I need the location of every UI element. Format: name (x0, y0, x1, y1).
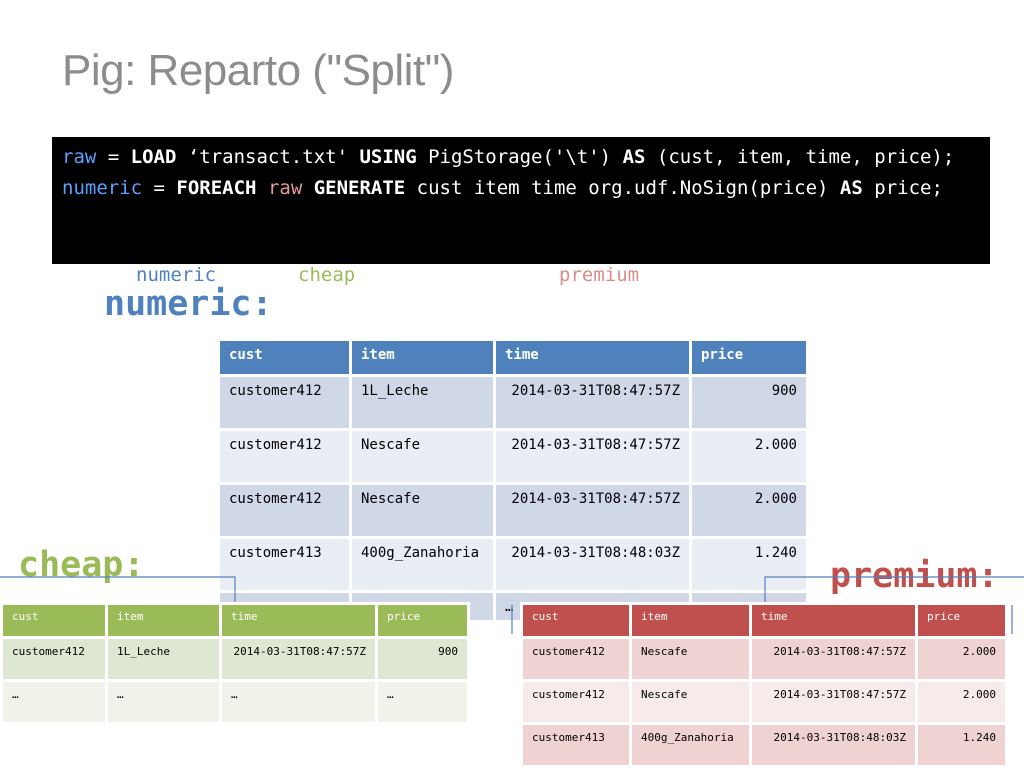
code-text (256, 177, 267, 199)
code-keyword: AS (839, 177, 863, 199)
cell-cust: … (0, 679, 108, 725)
code-line-load: raw = LOAD ‘transact.txt' USING PigStora… (62, 143, 980, 171)
cell-item: 400g_Zanahoria (349, 536, 496, 593)
code-line-foreach: numeric = FOREACH raw GENERATE cust item… (62, 174, 980, 202)
table-row: customer412 Nescafe 2014-03-31T08:47:57Z… (217, 428, 809, 485)
relation-label-cheap: cheap (298, 264, 356, 286)
premium-connector-line (764, 576, 1024, 605)
cell-time: 2014-03-31T08:47:57Z (749, 636, 918, 682)
table-row: customer412 1L_Leche 2014-03-31T08:47:57… (0, 636, 470, 682)
column-header-cust: cust (0, 602, 108, 639)
cell-price: 1.240 (689, 536, 809, 593)
cell-time: 2014-03-31T08:47:57Z (749, 679, 918, 725)
cell-cust: customer412 (217, 374, 352, 431)
table-row: customer412 Nescafe 2014-03-31T08:47:57Z… (520, 679, 1008, 725)
cell-price: 2.000 (689, 482, 809, 539)
numeric-table: cust item time price customer412 1L_Lech… (217, 338, 809, 623)
cell-time: 2014-03-31T08:48:03Z (493, 536, 692, 593)
table-header-row: cust item time price (217, 338, 809, 377)
cell-cust: customer412 (217, 482, 352, 539)
cell-time: 2014-03-31T08:47:57Z (493, 482, 692, 539)
column-header-time: time (749, 602, 918, 639)
table-row: customer412 Nescafe 2014-03-31T08:47:57Z… (217, 482, 809, 539)
premium-table: cust item time price customer412 Nescafe… (520, 602, 1008, 768)
cell-time: 2014-03-31T08:47:57Z (493, 428, 692, 485)
table-row: customer412 Nescafe 2014-03-31T08:47:57Z… (520, 636, 1008, 682)
cell-price: … (375, 679, 470, 725)
cell-time: 2014-03-31T08:48:03Z (749, 722, 918, 768)
cell-item: Nescafe (349, 428, 496, 485)
code-keyword: LOAD (130, 146, 177, 168)
code-keyword: GENERATE (313, 177, 406, 199)
table-row: … … … … (0, 679, 470, 725)
code-text (302, 177, 313, 199)
cell-item: Nescafe (629, 636, 752, 682)
column-header-cust: cust (520, 602, 632, 639)
table-header-row: cust item time price (0, 602, 470, 639)
cell-time: 2014-03-31T08:47:57Z (493, 374, 692, 431)
table-header-row: cust item time price (520, 602, 1008, 639)
table-row: customer413 400g_Zanahoria 2014-03-31T08… (217, 536, 809, 593)
code-text: price; (862, 177, 943, 199)
code-keyword: AS (622, 146, 646, 168)
cell-time: … (219, 679, 378, 725)
cell-price: 900 (689, 374, 809, 431)
column-header-time: time (219, 602, 378, 639)
premium-heading: premium: (830, 556, 999, 596)
cell-item: … (105, 679, 222, 725)
cheap-connector-line (0, 576, 236, 605)
code-text: = (142, 177, 177, 199)
split-connectors (0, 576, 1024, 634)
column-header-time: time (493, 338, 692, 377)
column-header-item: item (629, 602, 752, 639)
cell-price: 2.000 (915, 636, 1008, 682)
cell-item: 1L_Leche (105, 636, 222, 682)
column-header-price: price (689, 338, 809, 377)
code-text: cust item time org.udf.NoSign(price) (405, 177, 840, 199)
code-text: ‘transact.txt' (176, 146, 360, 168)
cell-price: 2.000 (689, 428, 809, 485)
column-header-item: item (105, 602, 222, 639)
column-header-cust: cust (217, 338, 352, 377)
code-text: PigStorage('\t') (416, 146, 623, 168)
code-keyword: FOREACH (176, 177, 257, 199)
code-var-raw: raw (62, 146, 97, 168)
code-keyword: USING (359, 146, 417, 168)
cell-price: 2.000 (915, 679, 1008, 725)
code-text: = (96, 146, 131, 168)
code-var-numeric: numeric (62, 177, 143, 199)
cell-price: 1.240 (915, 722, 1008, 768)
code-text: (cust, item, time, price); (645, 146, 955, 168)
cell-cust: customer412 (520, 679, 632, 725)
cell-item: 1L_Leche (349, 374, 496, 431)
code-ref-raw: raw (267, 177, 303, 199)
cell-price: 900 (375, 636, 470, 682)
table-row: customer412 1L_Leche 2014-03-31T08:47:57… (217, 374, 809, 431)
cell-time: 2014-03-31T08:47:57Z (219, 636, 378, 682)
code-block: raw = LOAD ‘transact.txt' USING PigStora… (52, 137, 990, 264)
column-header-price: price (915, 602, 1008, 639)
cell-cust: customer412 (217, 428, 352, 485)
numeric-heading: numeric: (104, 284, 273, 324)
cheap-table: cust item time price customer412 1L_Lech… (0, 602, 470, 725)
table-row: customer413 400g_Zanahoria 2014-03-31T08… (520, 722, 1008, 768)
cell-item: 400g_Zanahoria (629, 722, 752, 768)
cell-cust: customer412 (0, 636, 108, 682)
column-header-price: price (375, 602, 470, 639)
cell-item: Nescafe (349, 482, 496, 539)
column-header-item: item (349, 338, 496, 377)
slide-title: Pig: Reparto ("Split") (62, 46, 454, 95)
relation-label-premium: premium (559, 264, 640, 286)
relation-label-numeric: numeric (136, 264, 217, 286)
cell-cust: customer413 (520, 722, 632, 768)
cell-cust: customer412 (520, 636, 632, 682)
cheap-heading: cheap: (18, 545, 145, 585)
cell-item: Nescafe (629, 679, 752, 725)
cell-cust: customer413 (217, 536, 352, 593)
